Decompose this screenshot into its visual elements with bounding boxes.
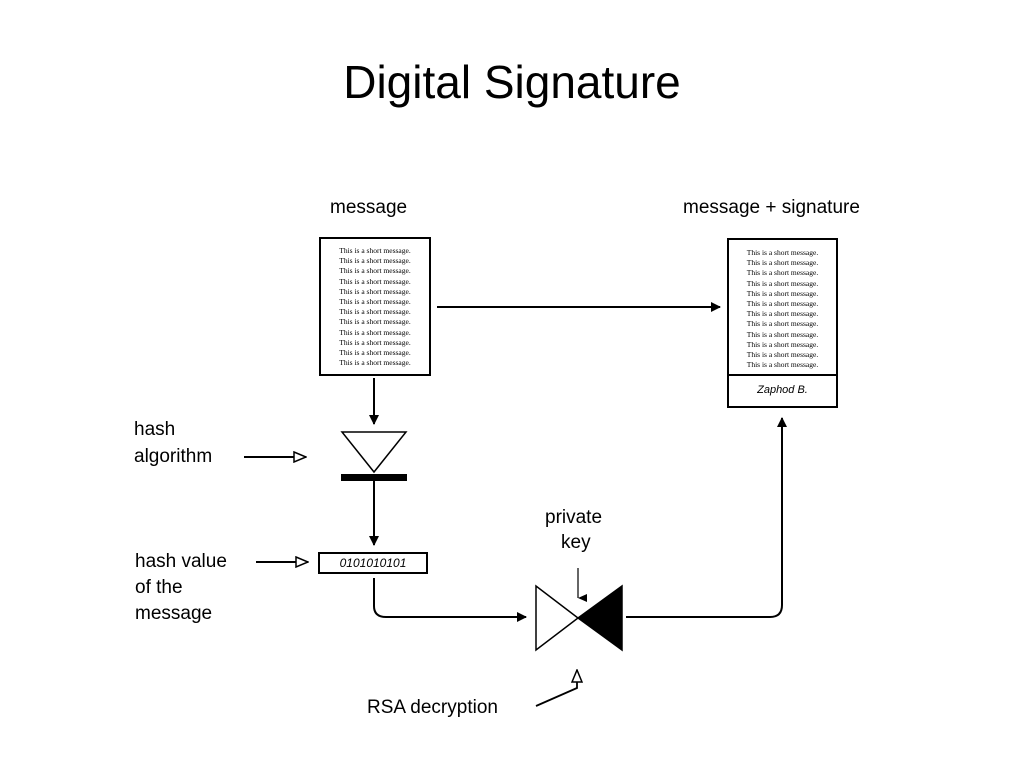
document-line: This is a short message. [339, 276, 411, 286]
document-line: This is a short message. [339, 297, 411, 307]
label-message-signature: message + signature [683, 197, 860, 218]
signed-document-text: This is a short message. This is a short… [729, 248, 836, 370]
document-line: This is a short message. [339, 246, 411, 255]
rsa-triangle-filled [576, 584, 623, 652]
signed-document: This is a short message. This is a short… [727, 238, 838, 408]
document-line: This is a short message. [746, 329, 819, 339]
signature-box: Zaphod B. [729, 374, 836, 406]
label-hash-value: hash value [135, 551, 227, 572]
arrow-value-to-rsa [373, 578, 527, 622]
label-algorithm: algorithm [134, 446, 213, 467]
document-line: This is a short message. [339, 337, 411, 347]
hash-function-bar [341, 474, 407, 481]
label-message-2: message [135, 603, 213, 624]
rsa-triangle-open [535, 584, 580, 652]
document-line: This is a short message. [339, 256, 411, 266]
document-line: This is a short message. [746, 248, 819, 257]
document-line: This is a short message. [746, 258, 819, 268]
arrow-rsa-decryption [535, 670, 577, 707]
slide-title: Digital Signature [343, 56, 681, 108]
message-document-text: This is a short message. This is a short… [321, 246, 429, 368]
label-hash: hash [134, 419, 176, 440]
document-line: This is a short message. [339, 327, 411, 337]
document-line: This is a short message. [746, 268, 819, 278]
document-line: This is a short message. [339, 358, 411, 368]
document-line: This is a short message. [746, 278, 819, 288]
document-line: This is a short message. [339, 348, 411, 358]
document-line: This is a short message. [339, 317, 411, 327]
document-line: This is a short message. [746, 309, 819, 319]
document-line: This is a short message. [746, 339, 819, 349]
document-line: This is a short message. [746, 299, 819, 309]
document-line: This is a short message. [746, 319, 819, 329]
label-message: message [330, 197, 408, 218]
arrow-rsa-to-signed [626, 417, 787, 618]
label-of-the: of the [135, 577, 183, 598]
document-line: This is a short message. [339, 307, 411, 317]
document-line: This is a short message. [746, 360, 819, 370]
document-line: This is a short message. [746, 350, 819, 360]
hash-value-box: 0101010101 [318, 552, 428, 574]
label-rsa-decryption: RSA decryption [367, 697, 498, 718]
label-key: key [561, 532, 591, 553]
label-private: private [545, 507, 603, 528]
hash-function-triangle [340, 431, 408, 474]
message-document: This is a short message. This is a short… [319, 237, 431, 376]
document-line: This is a short message. [746, 288, 819, 298]
document-line: This is a short message. [339, 266, 411, 276]
document-line: This is a short message. [339, 286, 411, 296]
